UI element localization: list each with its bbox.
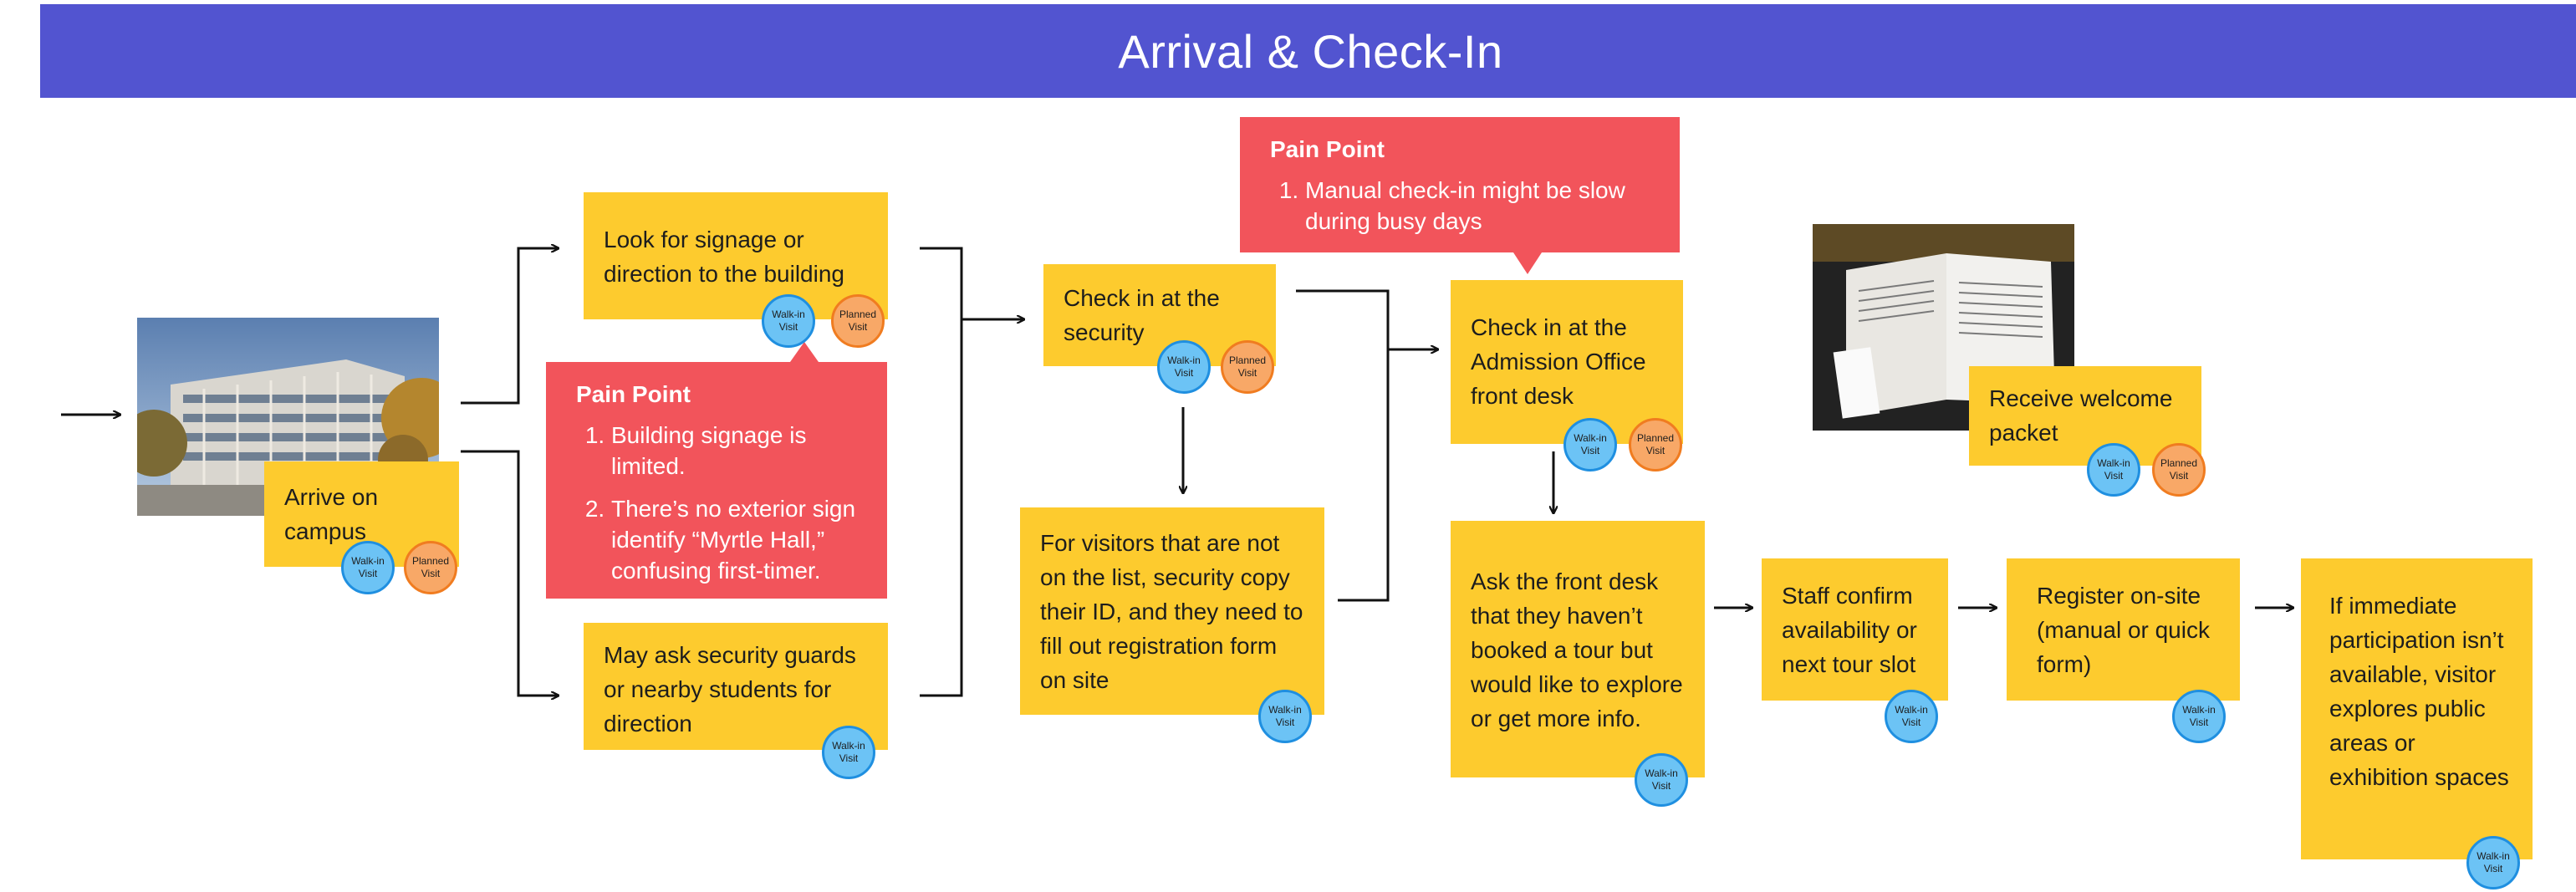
sticky-text: For visitors that are not on the list, s… [1040,530,1303,693]
walk-in-badge: Walk-in Visit [1157,340,1211,394]
sticky-text: Ask the front desk that they haven’t boo… [1471,568,1683,731]
planned-badge: Planned Visit [404,541,457,594]
pain-point-item: Manual check-in might be slow during bus… [1305,175,1650,237]
sticky-register-on-site: Register on-site (manual or quick form) [2007,558,2240,701]
sticky-text: Arrive on campus [284,484,379,544]
sticky-text: If immediate participation isn’t availab… [2329,593,2509,790]
arrow-to-ask [461,450,559,696]
walk-in-badge: Walk-in Visit [2466,836,2520,889]
sticky-staff-confirm: Staff confirm availability or next tour … [1762,558,1948,701]
sticky-not-on-list: For visitors that are not on the list, s… [1020,507,1324,715]
arrow-merge-to-security [920,247,1024,697]
walk-in-badge: Walk-in Visit [2172,690,2226,743]
pain-point-item: Building signage is limited. [611,420,857,482]
pain-point-title: Pain Point [576,381,691,407]
sticky-text: Register on-site (manual or quick form) [2037,583,2210,677]
page-title-banner: Arrival & Check-In [40,4,2576,98]
walk-in-badge: Walk-in Visit [822,726,875,779]
planned-badge: Planned Visit [1221,340,1274,394]
walk-in-badge: Walk-in Visit [1885,690,1938,743]
sticky-check-in-admission: Check in at the Admission Office front d… [1451,280,1683,444]
sticky-text: Staff confirm availability or next tour … [1782,583,1917,677]
walk-in-badge: Walk-in Visit [2087,443,2140,497]
page-title: Arrival & Check-In [1118,24,1503,78]
walk-in-badge: Walk-in Visit [762,294,815,348]
walk-in-badge: Walk-in Visit [1635,753,1688,807]
planned-badge: Planned Visit [2152,443,2206,497]
arrow-to-admission [1296,289,1438,602]
walk-in-badge: Walk-in Visit [341,541,395,594]
sticky-immediate-participation: If immediate participation isn’t availab… [2301,558,2533,859]
sticky-text: Check in at the Admission Office front d… [1471,314,1646,409]
planned-badge: Planned Visit [831,294,885,348]
planned-badge: Planned Visit [1629,418,1682,471]
pain-point-title: Pain Point [1270,136,1385,162]
pain-point-list: Manual check-in might be slow during bus… [1270,175,1650,237]
sticky-text: May ask security guards or nearby studen… [604,642,856,737]
sticky-look-for-signage: Look for signage or direction to the bui… [584,192,888,319]
walk-in-badge: Walk-in Visit [1563,418,1617,471]
arrow-to-signage [461,248,559,405]
sticky-text: Look for signage or direction to the bui… [604,227,844,287]
sticky-text: Check in at the security [1064,285,1220,345]
pain-point-item: There’s no exterior sign identify “Myrtl… [611,493,857,586]
pain-point-list: Building signage is limited. There’s no … [576,420,857,586]
sticky-text: Receive welcome packet [1989,385,2173,446]
callout-tail [1513,252,1542,274]
walk-in-badge: Walk-in Visit [1258,690,1312,743]
pain-point-signage: Pain Point Building signage is limited. … [546,342,887,599]
pain-point-checkin: Pain Point Manual check-in might be slow… [1240,117,1680,274]
sticky-ask-front-desk: Ask the front desk that they haven’t boo… [1451,521,1705,777]
